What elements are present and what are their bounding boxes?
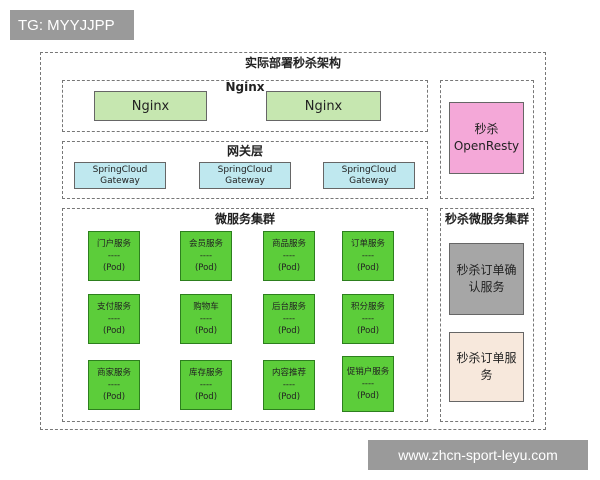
seckill-section-title: 秒杀微服务集群 (444, 212, 529, 226)
service-merchant: 商家服务 ---- (Pod) (88, 360, 140, 410)
service-inventory: 库存服务 ---- (Pod) (180, 360, 232, 410)
gateway-node-2: SpringCloud Gateway (199, 162, 291, 189)
outer-title: 实际部署秒杀架构 (244, 56, 341, 70)
service-label: 门户服务 ---- (Pod) (96, 239, 131, 273)
nginx-section-title: Nginx (225, 80, 265, 94)
service-label: 库存服务 ---- (Pod) (188, 368, 223, 402)
service-label: 支付服务 ---- (Pod) (96, 302, 131, 336)
service-product: 商品服务 ---- (Pod) (263, 231, 315, 281)
service-backend: 后台服务 ---- (Pod) (263, 294, 315, 344)
seckill-section (440, 208, 534, 422)
service-label: 商家服务 ---- (Pod) (96, 368, 131, 402)
microservices-section-title: 微服务集群 (214, 212, 275, 226)
service-promotion: 促销户服务 ---- (Pod) (342, 356, 394, 412)
service-label: 后台服务 ---- (Pod) (271, 302, 306, 336)
watermark-text: TG: MYYJJPP (18, 16, 115, 34)
gateway-node-1: SpringCloud Gateway (74, 162, 166, 189)
openresty-label: 秒杀 OpenResty (453, 122, 520, 153)
service-label: 订单服务 ---- (Pod) (350, 239, 385, 273)
service-label: 会员服务 ---- (Pod) (188, 239, 223, 273)
nginx-node-2: Nginx (266, 91, 381, 121)
service-recommend: 内容推荐 ---- (Pod) (263, 360, 315, 410)
nginx-node-label: Nginx (131, 98, 170, 114)
service-label: 积分服务 ---- (Pod) (350, 302, 385, 336)
openresty-section (440, 80, 534, 199)
service-cart: 购物车 ---- (Pod) (180, 294, 232, 344)
seckill-confirm-node: 秒杀订单确 认服务 (449, 243, 524, 315)
watermark-bottom-right: www.zhcn-sport-leyu.com (368, 440, 588, 470)
seckill-order-node: 秒杀订单服 务 (449, 332, 524, 402)
outer-architecture-frame (40, 52, 546, 430)
watermark-text: www.zhcn-sport-leyu.com (398, 447, 558, 463)
nginx-node-label: Nginx (304, 98, 343, 114)
gateway-section (62, 141, 428, 199)
service-payment: 支付服务 ---- (Pod) (88, 294, 140, 344)
microservices-section (62, 208, 428, 422)
gateway-node-label: SpringCloud Gateway (217, 164, 273, 186)
service-member: 会员服务 ---- (Pod) (180, 231, 232, 281)
gateway-section-title: 网关层 (226, 144, 263, 158)
nginx-node-1: Nginx (94, 91, 207, 121)
gateway-node-label: SpringCloud Gateway (341, 164, 397, 186)
nginx-section (62, 80, 428, 132)
service-order: 订单服务 ---- (Pod) (342, 231, 394, 281)
service-label: 购物车 ---- (Pod) (193, 302, 219, 336)
service-label: 内容推荐 ---- (Pod) (271, 368, 306, 402)
service-points: 积分服务 ---- (Pod) (342, 294, 394, 344)
seckill-confirm-label: 秒杀订单确 认服务 (456, 263, 517, 294)
seckill-order-label: 秒杀订单服 务 (456, 351, 517, 382)
service-label: 促销户服务 ---- (Pod) (346, 367, 390, 401)
openresty-node: 秒杀 OpenResty (449, 102, 524, 174)
service-portal: 门户服务 ---- (Pod) (88, 231, 140, 281)
watermark-top-left: TG: MYYJJPP (10, 10, 134, 40)
gateway-node-3: SpringCloud Gateway (323, 162, 415, 189)
gateway-node-label: SpringCloud Gateway (92, 164, 148, 186)
service-label: 商品服务 ---- (Pod) (271, 239, 306, 273)
